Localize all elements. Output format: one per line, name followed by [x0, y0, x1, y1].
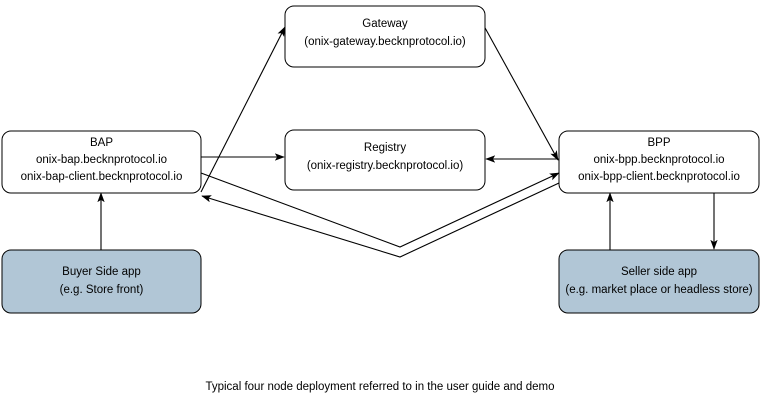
node-buyer-app[interactable]: Buyer Side app (e.g. Store front) — [1, 249, 202, 314]
edge-layer — [97, 25, 718, 258]
edge-bap-to-bpp — [200, 172, 560, 248]
node-seller-app[interactable]: Seller side app (e.g. market place or he… — [558, 249, 760, 314]
node-gateway-subtitle: (onix-gateway.becknprotocol.io) — [304, 36, 466, 48]
node-buyer-app-box[interactable] — [1, 249, 202, 314]
edge-bpp-to-bap — [201, 182, 560, 258]
edge-gateway-to-bpp — [483, 25, 559, 161]
node-bpp-title: BPP — [647, 137, 670, 149]
node-registry-title: Registry — [364, 142, 406, 154]
node-bap-title: BAP — [90, 137, 113, 149]
node-gateway[interactable]: Gateway (onix-gateway.becknprotocol.io) — [284, 5, 486, 68]
node-registry-box[interactable] — [284, 129, 486, 191]
node-buyer-app-subtitle: (e.g. Store front) — [60, 284, 144, 296]
node-registry[interactable]: Registry (onix-registry.becknprotocol.io… — [284, 129, 486, 191]
diagram-caption: Typical four node deployment referred to… — [205, 381, 554, 393]
node-bpp-host-client: onix-bpp-client.becknprotocol.io — [578, 171, 740, 183]
node-bpp[interactable]: BPP onix-bpp.becknprotocol.io onix-bpp-c… — [558, 130, 760, 194]
node-seller-app-subtitle: (e.g. market place or headless store) — [565, 284, 752, 296]
node-registry-subtitle: (onix-registry.becknprotocol.io) — [307, 160, 464, 172]
node-bpp-box[interactable] — [558, 130, 760, 194]
node-gateway-box[interactable] — [284, 5, 486, 68]
node-seller-app-title: Seller side app — [621, 266, 697, 278]
node-gateway-title: Gateway — [362, 18, 408, 30]
node-bap-host-primary: onix-bap.becknprotocol.io — [36, 154, 167, 166]
node-bpp-host-primary: onix-bpp.becknprotocol.io — [593, 154, 724, 166]
node-seller-app-box[interactable] — [558, 249, 760, 314]
node-bap-box[interactable] — [1, 130, 202, 194]
node-bap[interactable]: BAP onix-bap.becknprotocol.io onix-bap-c… — [1, 130, 202, 194]
node-bap-host-client: onix-bap-client.becknprotocol.io — [21, 171, 183, 183]
edge-bap-to-gateway — [200, 26, 286, 193]
node-buyer-app-title: Buyer Side app — [62, 266, 141, 278]
